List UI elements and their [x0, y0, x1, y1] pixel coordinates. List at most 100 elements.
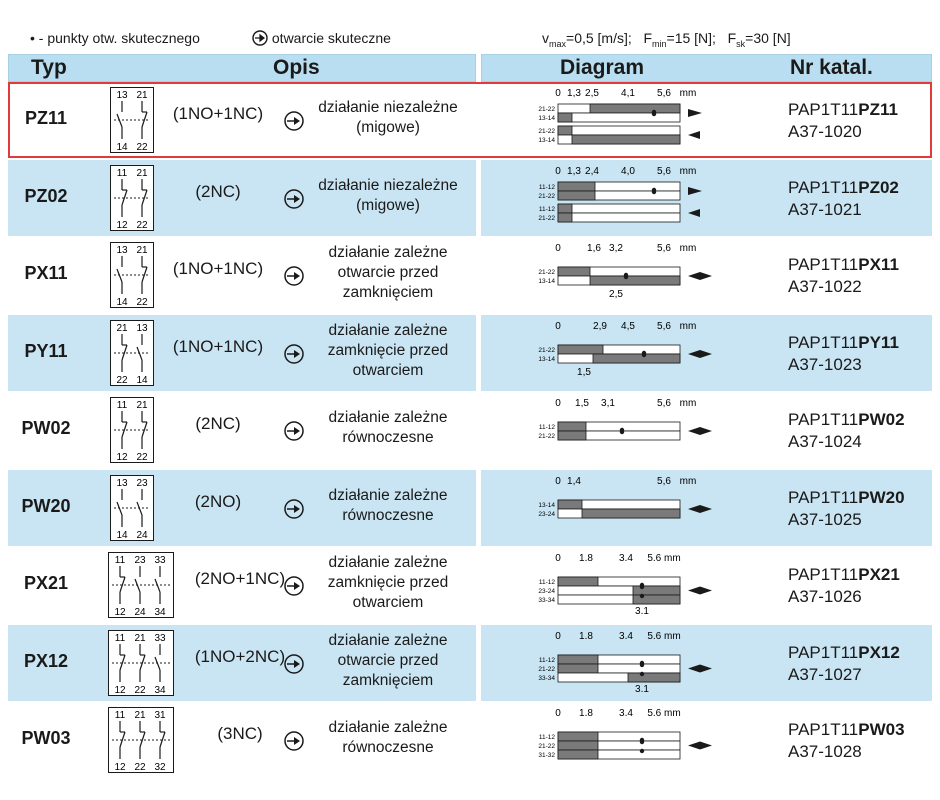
- diagram-contact-label: 21-22: [538, 128, 555, 135]
- terminal-label: 24: [134, 607, 146, 618]
- row-type: PZ02: [24, 185, 68, 206]
- diagram-contact-label: 21-22: [538, 666, 555, 673]
- diagram-below-label: 3.1: [635, 606, 649, 617]
- terminal-label: 21: [116, 323, 128, 334]
- description-line: działanie niezależne: [318, 99, 458, 116]
- description-line: równoczesne: [342, 739, 434, 756]
- terminal-label: 33: [154, 633, 166, 644]
- catalog-prefix: PAP1T11: [788, 177, 859, 197]
- direction-arrow-icon: [688, 208, 700, 217]
- catalog-prefix: PAP1T11: [788, 410, 859, 429]
- diagram-tick-label: mm: [680, 321, 697, 332]
- effective-opening-point: [639, 662, 645, 667]
- description-line: (migowe): [356, 119, 420, 136]
- diagram-tick-label: 3,2: [609, 243, 623, 254]
- contact-config: (1NO+2NC): [194, 646, 286, 666]
- diagram-tick-label: 3.4: [619, 708, 633, 719]
- diagram-below-label: 3.1: [635, 684, 649, 695]
- diagram-tick-label: 0: [555, 166, 561, 177]
- catalog-suffix: PZ11: [858, 100, 898, 119]
- description-line: działanie zależne: [328, 554, 448, 571]
- diagram-tick-label: 5,6: [657, 243, 671, 254]
- direction-arrow-icon: [688, 272, 700, 280]
- row-left-panel: [8, 159, 476, 236]
- direction-arrow-icon: [688, 741, 700, 750]
- contact-config: (2NC): [195, 181, 241, 201]
- diagram-tick-label: 5.6 mm: [647, 553, 680, 564]
- row-type: PZ11: [24, 108, 68, 128]
- params-note: vmax=0,5 [m/s]; Fmin=15 [N]; Fsk=30 [N]: [542, 30, 791, 49]
- terminal-label: 12: [114, 685, 126, 696]
- diagram-bar: [589, 103, 681, 114]
- diagram-bar: [557, 749, 599, 760]
- description-line: działanie zależne: [328, 409, 448, 426]
- diagram-contact-label: 21-22: [538, 743, 555, 750]
- diagram-tick-label: 0: [555, 631, 561, 642]
- diagram-tick-label: 0: [555, 476, 561, 487]
- diagram-tick-label: 1.8: [579, 553, 593, 564]
- diagram-bar: [557, 731, 599, 742]
- description-line: działanie zależne: [328, 719, 448, 736]
- terminal-label: 13: [116, 478, 128, 489]
- diagram-contact-label: 23-24: [538, 511, 555, 518]
- catalog-code: PAP1T11PW03: [788, 719, 905, 741]
- diagram-contact-label: 13-14: [538, 278, 555, 285]
- diagram-contact-label: 13-14: [538, 115, 555, 122]
- diagram-bar: [592, 353, 681, 363]
- terminal-label: 12: [116, 220, 128, 231]
- terminal-label: 22: [136, 297, 148, 308]
- arrow-circle-icon: [284, 498, 304, 519]
- legend-arrow-text: otwarcie skuteczne: [271, 30, 391, 46]
- diagram-contact-label: 23-24: [538, 588, 555, 595]
- terminal-label: 34: [154, 685, 166, 696]
- catalog-suffix: PX21: [858, 565, 900, 584]
- catalog-suffix: PZ02: [858, 177, 899, 197]
- header-left: Typ Opis: [8, 54, 476, 82]
- catalog-code: PAP1T11PW02: [788, 409, 905, 431]
- catalog-code: PAP1T11PZ11: [788, 99, 898, 121]
- diagram-tick-label: 0: [555, 243, 561, 254]
- diagram-tick-label: mm: [680, 476, 697, 487]
- arrow-circle-icon: [284, 266, 304, 286]
- terminal-label: 11: [115, 710, 126, 721]
- diagram-bar: [557, 212, 573, 222]
- row-right-panel: [481, 702, 932, 778]
- terminal-label: 12: [116, 452, 128, 463]
- terminal-label: 21: [136, 245, 148, 256]
- terminal-label: 14: [116, 142, 128, 153]
- legend-arrow-note: otwarcie skuteczne: [252, 30, 391, 46]
- direction-arrow-icon: [700, 427, 712, 435]
- description-line: otwarciem: [352, 594, 424, 611]
- terminal-label: 12: [114, 607, 126, 618]
- description-line: równoczesne: [342, 506, 434, 524]
- terminal-label: 21: [134, 633, 146, 644]
- diagram-tick-label: 3.4: [619, 631, 633, 642]
- diagram-contact-label: 11-12: [539, 657, 556, 664]
- description-line: zamknięciem: [342, 284, 434, 301]
- direction-arrow-icon: [688, 109, 702, 117]
- arrow-circle-icon: [284, 343, 304, 364]
- arrow-circle-icon: [284, 421, 304, 441]
- direction-arrow-icon: [688, 131, 700, 139]
- effective-opening-point: [623, 274, 629, 280]
- contact-config: (1NO+1NC): [172, 104, 264, 123]
- description-line: działanie zależne: [328, 321, 448, 339]
